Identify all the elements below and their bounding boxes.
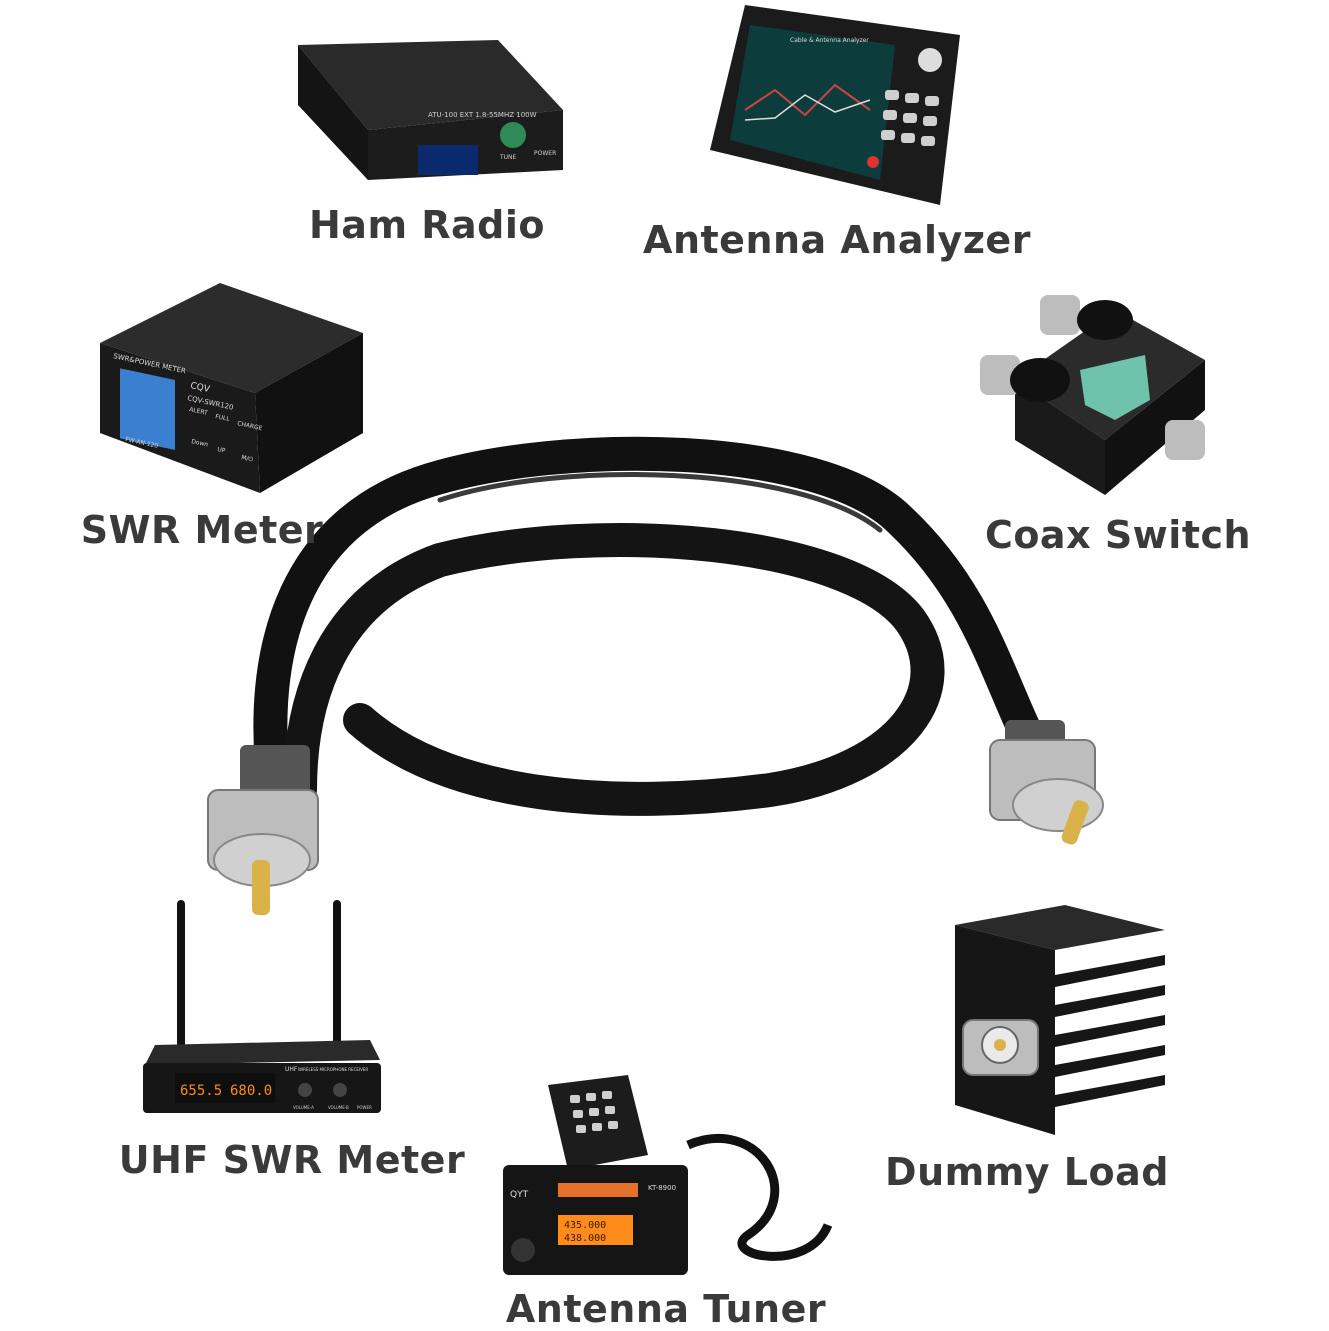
tuner-model: KT-8900 bbox=[648, 1184, 676, 1192]
label-coax-switch: Coax Switch bbox=[984, 513, 1252, 557]
antenna-tuner-image: 435.000 438.000 QYT KT-8900 bbox=[503, 1075, 833, 1275]
tuner-freq-1: 435.000 bbox=[564, 1220, 606, 1231]
swr-meter-logo: CQV bbox=[189, 381, 211, 395]
antenna-analyzer-image: Cable & Antenna Analyzer bbox=[710, 5, 960, 205]
cable-loop-inner bbox=[283, 523, 945, 816]
swr-meter-mode: M/⏻ bbox=[241, 454, 254, 463]
coax-switch-image bbox=[980, 295, 1205, 495]
label-dummy-load: Dummy Load bbox=[885, 1150, 1169, 1194]
analyzer-screen-title: Cable & Antenna Analyzer bbox=[790, 37, 869, 44]
swr-meter-up: UP bbox=[217, 446, 227, 455]
cable-loop-outer bbox=[253, 436, 1057, 812]
pl259-connector-left bbox=[207, 745, 319, 915]
uhf-display-a: 655.5 bbox=[180, 1083, 222, 1099]
dummy-load-image bbox=[955, 905, 1165, 1135]
label-uhf-swr-meter: UHF SWR Meter bbox=[118, 1138, 466, 1182]
uhf-display-b: 680.0 bbox=[230, 1083, 272, 1099]
swr-meter-full: FULL bbox=[215, 413, 231, 423]
swr-meter-down: Down bbox=[191, 438, 209, 448]
uhf-power: POWER bbox=[357, 1105, 372, 1110]
pl259-connector-right bbox=[989, 720, 1104, 845]
label-antenna-tuner: Antenna Tuner bbox=[505, 1287, 827, 1331]
uhf-volume-b: VOLUME-B bbox=[328, 1105, 349, 1110]
ham-radio-tune: TUNE bbox=[499, 154, 517, 161]
uhf-receiver-label: WIRELESS MICROPHONE RECEIVER bbox=[298, 1067, 368, 1072]
uhf-brand: UHF bbox=[285, 1066, 298, 1073]
label-ham-radio: Ham Radio bbox=[308, 203, 546, 247]
cable-highlight bbox=[437, 472, 883, 533]
swr-meter-alert: ALERT bbox=[189, 406, 209, 417]
tuner-freq-2: 438.000 bbox=[564, 1233, 606, 1244]
swr-meter-image: SWR&POWER METER CQV CQV-SWR120 FW-AN-120… bbox=[100, 283, 363, 493]
ham-radio-model: ATU-100 EXT 1.8-55MHZ 100W bbox=[428, 111, 537, 119]
uhf-swr-meter-image: 655.5 680.0 UHF WIRELESS MICROPHONE RECE… bbox=[143, 900, 381, 1113]
uhf-volume-a: VOLUME-A bbox=[293, 1105, 314, 1110]
label-swr-meter: SWR Meter bbox=[80, 508, 324, 552]
label-antenna-analyzer: Antenna Analyzer bbox=[643, 218, 1031, 262]
ham-radio-power: POWER bbox=[534, 150, 556, 157]
ham-radio-image: ATU-100 EXT 1.8-55MHZ 100W TUNE POWER bbox=[298, 40, 563, 180]
tuner-brand: QYT bbox=[510, 1190, 529, 1200]
